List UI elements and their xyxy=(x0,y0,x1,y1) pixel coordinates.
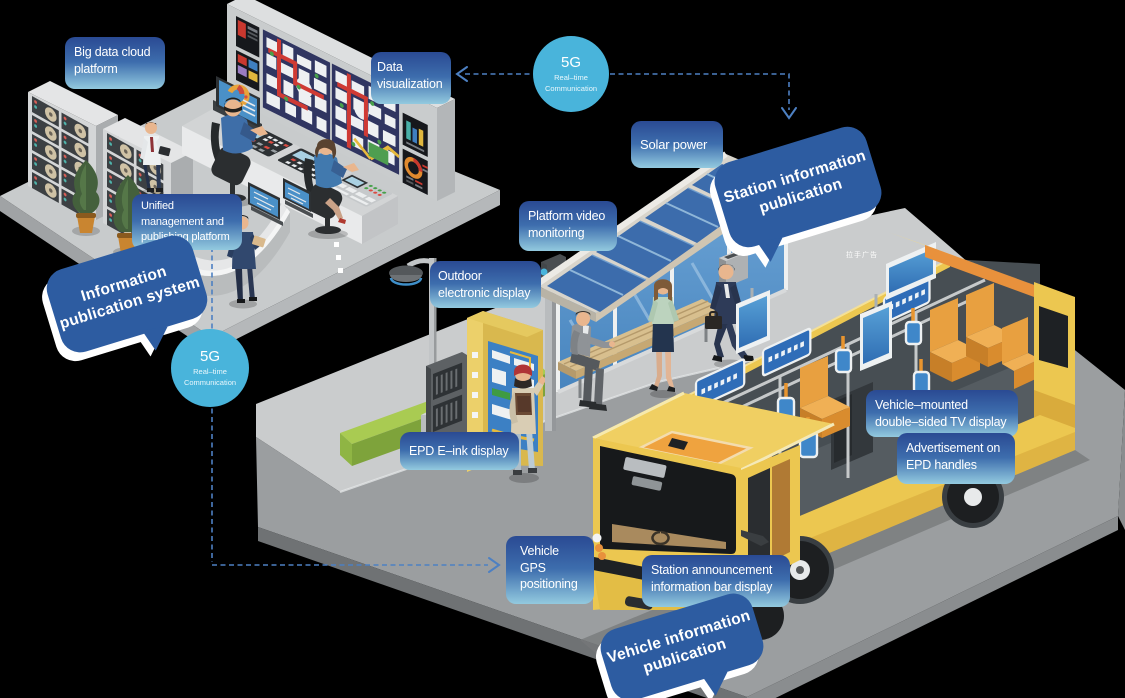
person-standing-desk xyxy=(227,215,266,309)
shelter-bench xyxy=(558,299,720,398)
video-wall xyxy=(227,0,455,201)
person-seated-bench xyxy=(570,311,615,411)
bus-rear xyxy=(888,232,1075,428)
person-standing-woman xyxy=(648,279,679,398)
label-big-data-cloud-platform: Big data cloud platform xyxy=(65,37,165,89)
badge-5g-title: 5G xyxy=(199,348,220,366)
epd-handle xyxy=(912,359,931,395)
label-epd-eink-display: EPD E–ink display xyxy=(400,432,519,470)
badge-5g-top: 5G Real–time Communication xyxy=(533,36,609,112)
label-platform-video-monitoring: Platform video monitoring xyxy=(519,201,617,251)
ribbon-tail xyxy=(142,326,171,352)
annotation-handle-ad: 拉手广告 xyxy=(846,250,878,260)
annotation-text: 拉手广告 xyxy=(846,252,878,259)
epd-handle xyxy=(834,336,853,374)
street-scene xyxy=(211,66,1125,698)
label-advertisement-epd-handles: Advertisement on EPD handles xyxy=(897,433,1015,484)
bus-info-bar-display xyxy=(694,276,931,409)
label-text: Vehicle GPS positioning xyxy=(520,544,578,591)
potted-plant xyxy=(72,160,100,236)
label-text: Data visualization xyxy=(377,60,443,91)
label-text: Platform video monitoring xyxy=(528,209,606,240)
badge-5g-line1: Real–time xyxy=(193,367,227,377)
label-text: Solar power xyxy=(640,136,708,152)
ribbon-tail xyxy=(702,672,731,698)
label-outdoor-electronic-display: Outdoor electronic display xyxy=(430,261,541,308)
label-text: Vehicle–mounted double–sided TV display xyxy=(875,398,1007,429)
label-text: EPD E–ink display xyxy=(409,443,509,458)
data-flow-dots xyxy=(334,242,343,273)
badge-5g-line1: Real–time xyxy=(554,73,588,83)
desk-monitors xyxy=(248,178,313,226)
label-data-visualization: Data visualization xyxy=(371,52,451,104)
label-solar-power: Solar power xyxy=(631,121,723,168)
label-text: Outdoor electronic display xyxy=(438,269,531,300)
person-operator-female xyxy=(303,139,359,239)
bus-tv-displays xyxy=(736,242,936,371)
label-text: Big data cloud platform xyxy=(74,45,151,76)
label-text: Unified management and publishing platfo… xyxy=(141,200,230,244)
person-operator-male xyxy=(210,97,268,207)
label-text: Station announcement information bar dis… xyxy=(651,563,773,594)
ribbon-tail xyxy=(757,238,786,264)
label-vehicle-gps-positioning: Vehicle GPS positioning xyxy=(506,536,594,604)
badge-5g-line2: Communication xyxy=(183,377,237,387)
connection-arrows xyxy=(455,66,797,573)
badge-5g-left: 5G Real–time Communication xyxy=(171,329,249,407)
bus-seats xyxy=(745,283,1040,498)
epd-handle xyxy=(904,308,923,346)
badge-5g-title: 5G xyxy=(560,54,581,72)
label-text: Advertisement on EPD handles xyxy=(906,441,1001,472)
badge-5g-line2: Communication xyxy=(544,83,598,93)
utility-cabinet xyxy=(426,352,467,446)
label-vehicle-mounted-tv: Vehicle–mounted double–sided TV display xyxy=(866,390,1018,437)
